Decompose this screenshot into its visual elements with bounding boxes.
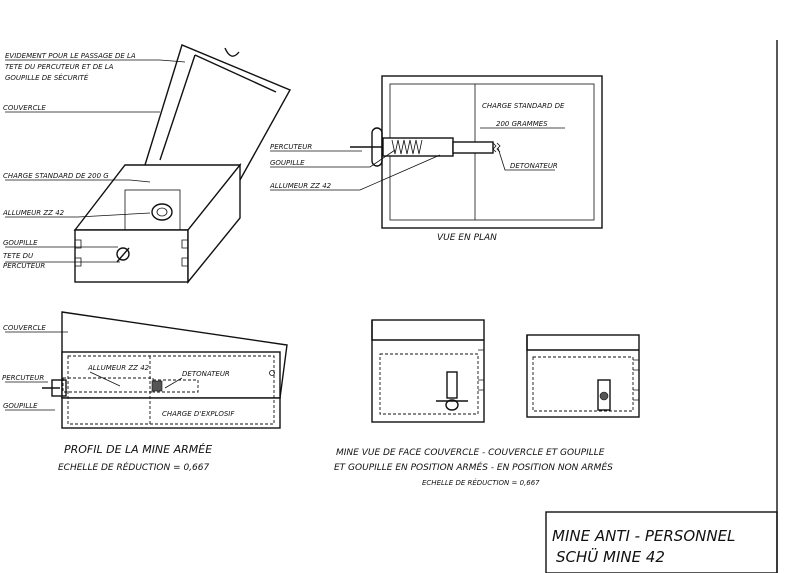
plan-view: CHARGE STANDARD DE 200 GRAMMES PERCUTEUR… (269, 75, 603, 243)
label-plan-goupille: GOUPILLE (270, 159, 305, 167)
label-profile-percuteur: PERCUTEUR (2, 374, 44, 382)
front-view-armed (371, 319, 485, 423)
label-goupille-iso: GOUPILLE (3, 239, 38, 247)
label-profile-detonateur: DETONATEUR (182, 370, 230, 378)
scale-profile: ECHELLE DE RÉDUCTION = 0,667 (58, 461, 209, 473)
iso-igniter (151, 203, 173, 221)
title-line-1: MINE ANTI - PERSONNEL (552, 527, 735, 545)
front-armed-pin-ring (445, 399, 459, 411)
iso-lid-notch (224, 47, 240, 57)
front-unarmed-striker (597, 379, 611, 411)
title-block-frame (545, 511, 778, 573)
label-evidement-1: EVIDEMENT POUR LE PASSAGE DE LA (5, 52, 136, 60)
label-plan-charge-2: 200 GRAMMES (496, 120, 548, 128)
label-plan-charge-1: CHARGE STANDARD DE (482, 102, 565, 110)
label-charge-iso: CHARGE STANDARD DE 200 G (3, 172, 109, 180)
label-profile-charge: CHARGE D'EXPLOSIF (162, 410, 235, 418)
profile-lower-box (61, 397, 281, 429)
label-profile-couvercle: COUVERCLE (3, 324, 46, 332)
title-block: MINE ANTI - PERSONNEL SCHÜ MINE 42 (545, 511, 778, 573)
profile-inner-dash (67, 355, 275, 425)
scale-front: ECHELLE DE RÉDUCTION = 0,667 (422, 478, 540, 487)
caption-front-line-1: MINE VUE DE FACE COUVERCLE - COUVERCLE E… (336, 448, 605, 458)
caption-front-line-2: ET GOUPILLE EN POSITION ARMÉS - EN POSIT… (334, 461, 613, 473)
label-plan-percuteur: PERCUTEUR (270, 143, 312, 151)
label-couvercle-iso: COUVERCLE (3, 104, 46, 112)
label-tete-2: PERCUTEUR (3, 262, 45, 270)
label-evidement-3: GOUPILLE DE SÉCURITÉ (5, 73, 89, 82)
profile-view: COUVERCLE PERCUTEUR GOUPILLE ALLUMEUR ZZ… (2, 311, 288, 473)
caption-plan-view: VUE EN PLAN (437, 233, 497, 243)
isometric-view: EVIDEMENT POUR LE PASSAGE DE LA TETE DU … (2, 44, 291, 284)
plan-spring (391, 139, 423, 155)
label-profile-goupille: GOUPILLE (3, 402, 38, 410)
label-allumeur-iso: ALLUMEUR ZZ 42 (2, 209, 65, 217)
caption-profile: PROFIL DE LA MINE ARMÉE (64, 443, 212, 456)
plan-detonator (452, 141, 494, 154)
label-profile-allumeur: ALLUMEUR ZZ 42 (87, 364, 150, 372)
iso-striker-head (116, 247, 130, 261)
front-armed-outer (371, 319, 485, 423)
label-evidement-2: TETE DU PERCUTEUR ET DE LA (5, 63, 114, 71)
profile-spring (151, 380, 163, 392)
label-plan-allumeur: ALLUMEUR ZZ 42 (269, 182, 332, 190)
front-armed-striker (446, 371, 458, 399)
profile-box (61, 351, 281, 399)
iso-box-front (74, 229, 189, 283)
iso-charge-block (124, 189, 181, 231)
label-plan-detonateur: DETONATEUR (510, 162, 558, 170)
title-line-2: SCHÜ MINE 42 (556, 547, 665, 566)
label-tete-1: TETE DU (3, 252, 33, 260)
front-unarmed-pin (599, 391, 609, 401)
front-unarmed-outer (526, 334, 640, 418)
iso-box-side (187, 163, 241, 284)
front-view-unarmed (526, 334, 640, 418)
